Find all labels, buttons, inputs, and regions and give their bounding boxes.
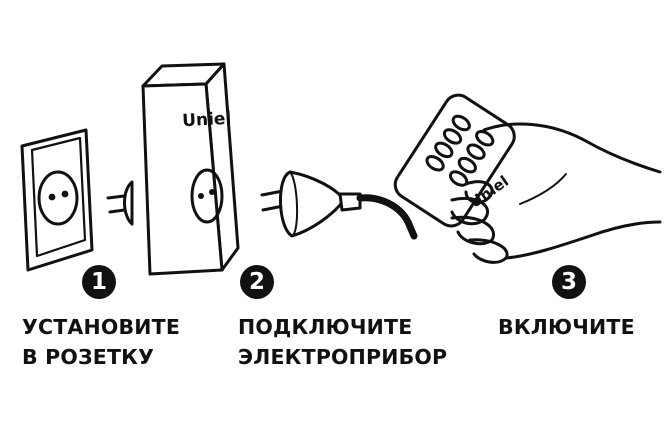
step-3-line-1: ВКЛЮЧИТЕ <box>498 315 635 339</box>
socket-adapter-icon <box>141 62 240 276</box>
step-1-line-1: УСТАНОВИТЕ <box>22 315 181 339</box>
step-2-number: 2 <box>240 265 274 299</box>
plug-icon <box>260 170 418 240</box>
step-2-caption: ПОДКЛЮЧИТЕ ЭЛЕКТРОПРИБОР <box>238 312 447 372</box>
step-1-number: 1 <box>82 265 116 299</box>
step-3-caption: ВКЛЮЧИТЕ <box>498 312 635 342</box>
step-2-line-2: ЭЛЕКТРОПРИБОР <box>238 345 448 369</box>
step-1-caption: УСТАНОВИТЕ В РОЗЕТКУ <box>22 312 180 372</box>
remote-in-hand-icon <box>393 93 662 264</box>
adapter-prongs-icon <box>106 180 134 226</box>
socket-adapter-logo: Uniel <box>182 109 232 132</box>
wall-socket-icon <box>20 128 94 272</box>
step-3-number: 3 <box>552 265 586 299</box>
step-1-line-2: В РОЗЕТКУ <box>22 345 155 369</box>
step-2-line-1: ПОДКЛЮЧИТЕ <box>238 315 413 339</box>
